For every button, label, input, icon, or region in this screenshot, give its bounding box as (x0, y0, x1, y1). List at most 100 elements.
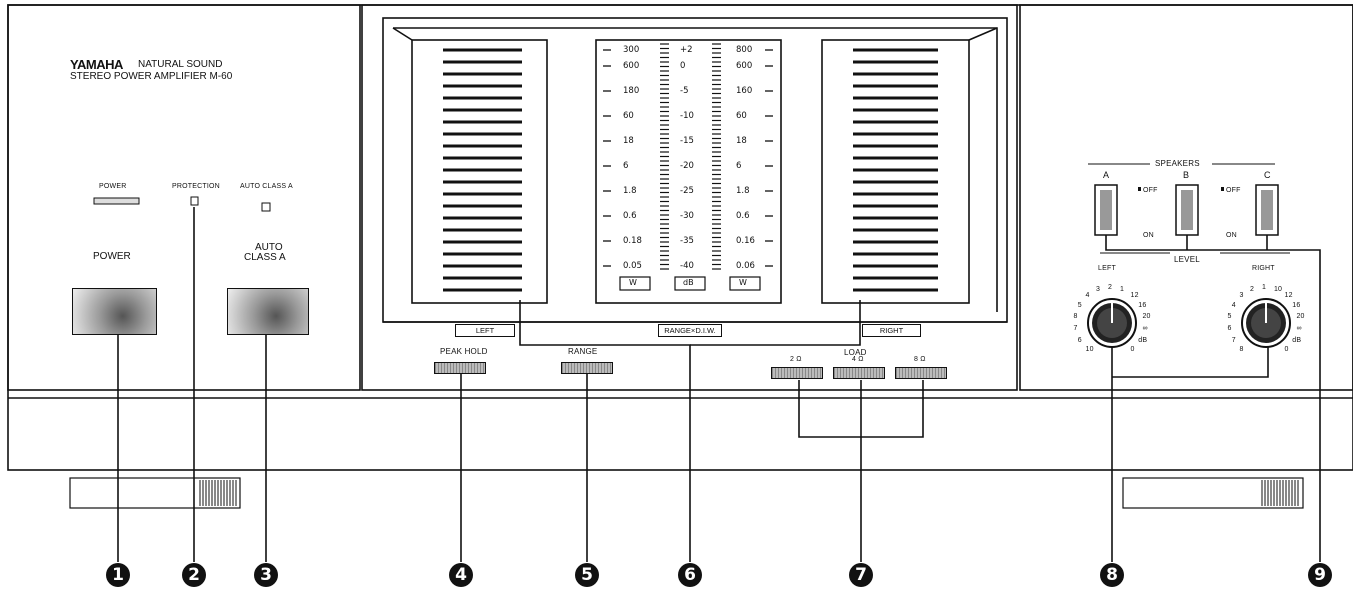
callout-5: 5 (575, 563, 599, 587)
watts-left-tick-2: 180 (623, 86, 640, 96)
power-switch-label: POWER (93, 251, 131, 262)
watts-left-tick-1: 600 (623, 61, 640, 71)
power-switch[interactable] (72, 288, 157, 335)
watts-left-tick-9: 0.05 (623, 261, 642, 271)
callout-4: 4 (449, 563, 473, 587)
callout-6: 6 (678, 563, 702, 587)
load-2-button[interactable] (771, 367, 823, 379)
watts-left-tick-7: 0.6 (623, 211, 637, 221)
watts-right-tick-5: 6 (736, 161, 742, 171)
knob-right-scale-num-9: 12 (1284, 292, 1293, 300)
brand-logo: YAMAHA (70, 57, 123, 72)
unit-w-left: W (629, 278, 637, 287)
knob-left-scale-num-9: 12 (1130, 292, 1139, 300)
knob-right-scale-num-1: 7 (1231, 336, 1236, 344)
watts-right-tick-8: 0.16 (736, 236, 755, 246)
knob-left-scale-num-1: 6 (1077, 336, 1082, 344)
knob-left-scale-num-5: 4 (1085, 292, 1090, 300)
watts-left-tick-0: 300 (623, 45, 640, 55)
unit-db: dB (683, 278, 694, 287)
speakers-title: SPEAKERS (1155, 159, 1200, 168)
knob-left-scale-num-10: 16 (1138, 301, 1147, 309)
callout-3: 3 (254, 563, 278, 587)
knob-left-scale-num-3: 8 (1073, 312, 1078, 320)
peak-hold-button[interactable] (434, 362, 486, 374)
level-title: LEVEL (1174, 255, 1200, 264)
load-2-label: 2 Ω (790, 356, 802, 363)
meter-right-label: RIGHT (862, 324, 921, 337)
watts-right-tick-0: 800 (736, 45, 753, 55)
watts-right-tick-6: 1.8 (736, 186, 750, 196)
watts-right-tick-1: 600 (736, 61, 753, 71)
db-tick-3: -10 (680, 111, 694, 121)
callout-1: 1 (106, 563, 130, 587)
knob-left-scale-num-14: 0 (1130, 345, 1135, 353)
auto-class-a-label-2: CLASS A (244, 252, 286, 263)
watts-right-tick-2: 160 (736, 86, 753, 96)
watts-right-tick-9: 0.06 (736, 261, 755, 271)
knob-left-scale-num-7: 2 (1108, 284, 1113, 291)
load-8-button[interactable] (895, 367, 947, 379)
speaker-c-label: C (1264, 170, 1271, 180)
auto-class-a-indicator-label: AUTO CLASS A (240, 183, 293, 190)
speaker-a-toggle[interactable] (1095, 185, 1117, 235)
peak-hold-label: PEAK HOLD (440, 347, 488, 356)
load-4-button[interactable] (833, 367, 885, 379)
watts-right-tick-7: 0.6 (736, 211, 750, 221)
knob-left-scale-num-0: 10 (1085, 345, 1094, 353)
knob-left-scale-num-11: 20 (1142, 312, 1151, 320)
callout-8: 8 (1100, 563, 1124, 587)
meter-left-label: LEFT (455, 324, 515, 337)
knob-left-scale-num-4: 5 (1077, 301, 1082, 309)
knob-right-scale-num-13: dB (1292, 336, 1302, 344)
db-tick-1: 0 (680, 61, 686, 71)
auto-class-a-switch[interactable] (227, 288, 309, 335)
load-label: LOAD (844, 348, 867, 357)
speaker-b-off: OFF (1143, 187, 1158, 194)
callout-2: 2 (182, 563, 206, 587)
knob-right-scale-num-10: 16 (1292, 301, 1301, 309)
watts-left-tick-4: 18 (623, 136, 634, 146)
auto-class-a-label-1: AUTO (255, 242, 283, 253)
knob-right-scale-num-7: 1 (1262, 284, 1267, 291)
knob-right-scale-num-12: ∞ (1296, 325, 1302, 333)
speaker-c-off: OFF (1226, 187, 1241, 194)
range-label: RANGE (568, 347, 598, 356)
range-button[interactable] (561, 362, 613, 374)
callout-9: 9 (1308, 563, 1332, 587)
watts-right-tick-3: 60 (736, 111, 747, 121)
db-tick-5: -20 (680, 161, 694, 171)
level-left-label: LEFT (1098, 265, 1116, 272)
speaker-b-toggle[interactable] (1176, 185, 1198, 235)
speaker-c-toggle[interactable] (1256, 185, 1278, 235)
speaker-b-label: B (1183, 170, 1190, 180)
db-tick-9: -40 (680, 261, 694, 271)
watts-left-tick-3: 60 (623, 111, 634, 121)
brand-line2: STEREO POWER AMPLIFIER M-60 (70, 71, 233, 82)
knob-left-scale-num-13: dB (1138, 336, 1148, 344)
knob-right-scale-num-3: 5 (1227, 312, 1232, 320)
knob-left-scale-num-6: 3 (1096, 286, 1101, 294)
load-4-label: 4 Ω (852, 356, 864, 363)
knob-right-scale-num-0: 8 (1239, 345, 1244, 353)
db-tick-6: -25 (680, 186, 694, 196)
speaker-b-on: ON (1143, 232, 1154, 239)
db-tick-7: -30 (680, 211, 694, 221)
unit-w-right: W (739, 278, 747, 287)
db-tick-8: -35 (680, 236, 694, 246)
meter-range-label: RANGE×D.I.W. (658, 324, 722, 337)
protection-indicator-label: PROTECTION (172, 183, 220, 190)
knob-right-scale-num-4: 4 (1231, 301, 1236, 309)
knob-right-scale-num-14: 0 (1284, 345, 1289, 353)
db-tick-4: -15 (680, 136, 694, 146)
level-left-knob[interactable] (1088, 299, 1136, 347)
power-indicator-label: POWER (99, 183, 127, 190)
knob-left-scale-num-2: 7 (1073, 325, 1078, 333)
level-right-label: RIGHT (1252, 265, 1275, 272)
level-right-knob[interactable] (1242, 299, 1290, 347)
watts-right-tick-4: 18 (736, 136, 747, 146)
load-8-label: 8 Ω (914, 356, 926, 363)
knob-right-scale-num-11: 20 (1296, 312, 1305, 320)
